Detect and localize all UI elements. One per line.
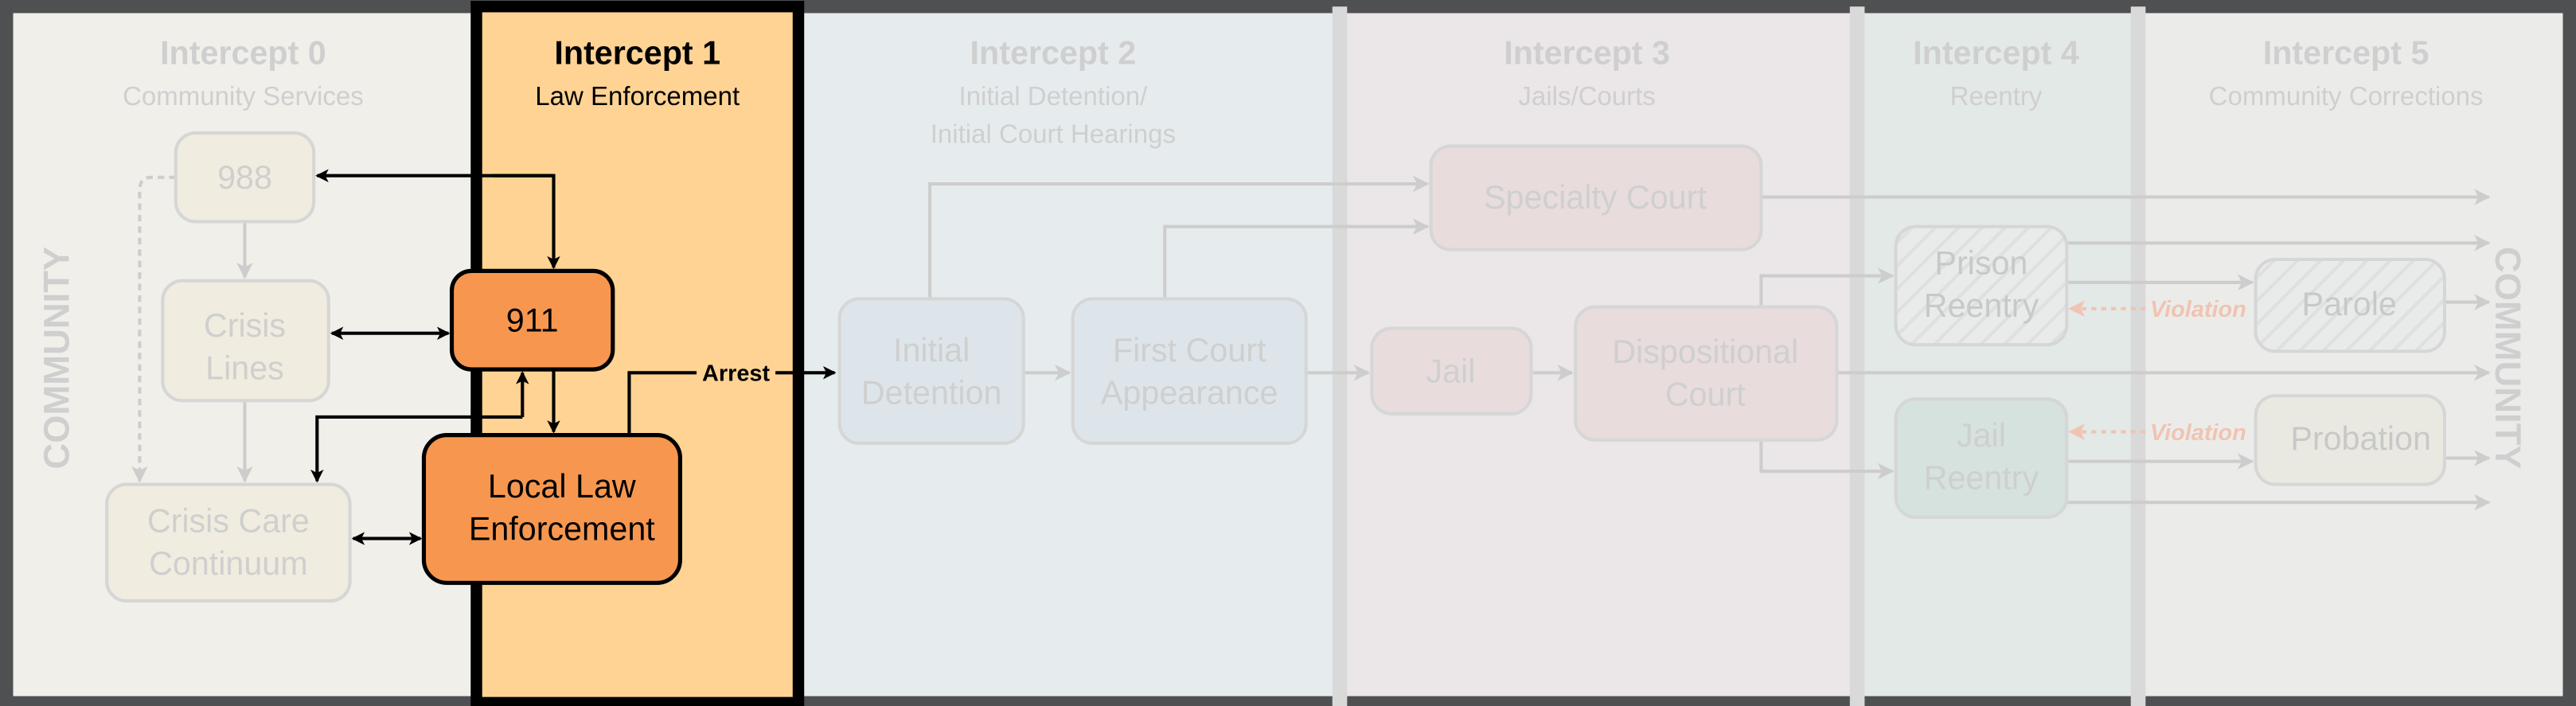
violation-label: Violation [2150,420,2246,446]
node-local-law-enforcement[interactable]: Local Law Enforcement [421,433,682,585]
svg-text:Jail: Jail [1426,353,1475,390]
node-prison-reentry[interactable]: Prison Reentry [1894,224,2069,347]
node-crisis-lines[interactable]: Crisis Lines [161,279,330,403]
svg-text:Specialty Court: Specialty Court [1484,179,1707,216]
node-jail[interactable]: Jail [1370,326,1533,415]
intercept-0-title: Intercept 0 [160,34,326,71]
svg-text:911: 911 [506,302,559,339]
svg-text:988: 988 [217,159,272,196]
community-label-right: COMMUNITY [2488,247,2528,470]
intercept-3-subtitle: Jails/Courts [1518,81,1655,111]
intercept-4-title: Intercept 4 [1913,34,2079,71]
svg-text:Initial: Initial [893,332,970,369]
intercept-5-column [2135,13,2563,696]
intercept-3-title: Intercept 3 [1504,34,1670,71]
svg-text:Reentry: Reentry [1924,287,2039,324]
svg-text:First Court: First Court [1113,332,1267,369]
svg-text:Appearance: Appearance [1101,374,1278,411]
svg-text:Prison: Prison [1934,244,2028,281]
intercept-2-subtitle: Initial Court Hearings [931,119,1176,148]
svg-text:Continuum: Continuum [149,545,308,582]
svg-text:Court: Court [1665,376,1746,413]
node-911[interactable]: 911 [449,268,615,372]
intercept-4-column [1856,13,2136,696]
intercept-2-title: Intercept 2 [970,34,1137,71]
node-jail-reentry[interactable]: Jail Reentry [1894,397,2069,519]
intercept-0-subtitle: Community Services [123,81,364,111]
svg-text:Enforcement: Enforcement [469,511,655,548]
intercept-1-title: Intercept 1 [554,34,720,71]
intercept-4-subtitle: Reentry [1950,81,2043,111]
intercept-2-subtitle: Initial Detention/ [959,81,1149,111]
divider [2130,6,2146,706]
svg-text:Lines: Lines [205,350,284,387]
node-specialty-court[interactable]: Specialty Court [1429,144,1763,252]
node-probation[interactable]: Probation [2254,394,2446,486]
node-parole[interactable]: Parole [2254,257,2446,353]
community-label-left: COMMUNITY [37,247,77,470]
svg-text:Jail: Jail [1957,417,2006,454]
svg-text:Detention: Detention [861,374,1002,411]
divider [1332,6,1348,706]
intercept-1-subtitle: Law Enforcement [535,81,740,111]
intercept-5-title: Intercept 5 [2263,34,2430,71]
node-initial-detention[interactable]: Initial Detention [837,297,1025,446]
node-crisis-care-continuum[interactable]: Crisis Care Continuum [105,482,352,603]
faded-connectors [131,175,2491,511]
svg-text:Crisis: Crisis [204,307,286,344]
violation-connectors [2068,300,2146,440]
arrest-label: Arrest [702,361,770,387]
svg-text:Dispositional: Dispositional [1612,333,1798,370]
svg-text:Crisis Care: Crisis Care [147,502,310,539]
node-first-court-appearance[interactable]: First Court Appearance [1071,297,1308,446]
node-dispositional-court[interactable]: Dispositional Court [1574,305,1839,442]
intercept-5-subtitle: Community Corrections [2209,81,2484,111]
node-988[interactable]: 988 [174,131,316,224]
svg-text:Probation: Probation [2290,420,2431,457]
divider [1849,6,1865,706]
svg-text:Parole: Parole [2302,286,2397,322]
svg-text:Reentry: Reentry [1924,460,2039,497]
violation-label: Violation [2150,297,2246,322]
active-connectors [310,169,837,545]
svg-text:Local Law: Local Law [488,468,636,505]
